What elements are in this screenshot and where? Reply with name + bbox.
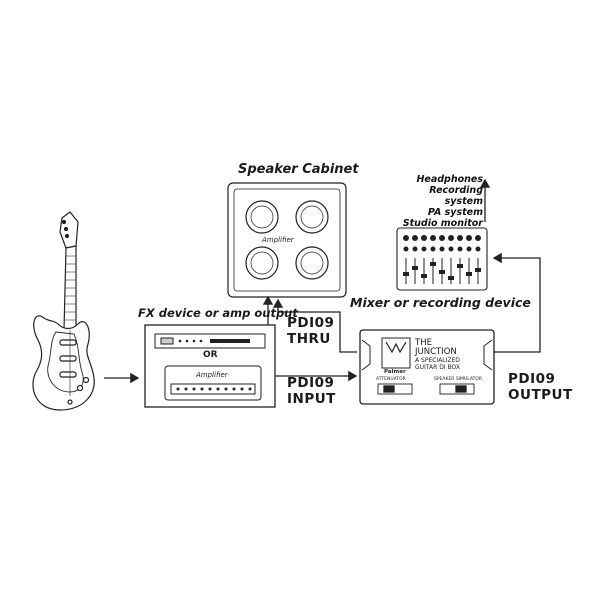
junction-attenuator-label: ATTENUATOR [376, 377, 406, 382]
junction-speaker-sim-label: SPEAKER SIMULATOR [434, 377, 482, 382]
pd109-output-label: PDI09 OUTPUT [508, 371, 573, 403]
output-item: Recording system [429, 185, 483, 207]
junction-subtitle-1: A SPECIALIZED [415, 357, 460, 364]
junction-to-mixer-arrow [492, 252, 541, 353]
junction-brand: Palmer [384, 369, 406, 375]
fx-device-label: FX device or amp output [138, 306, 298, 320]
output-item: PA system [427, 207, 483, 218]
speaker-cabinet-icon [227, 182, 347, 298]
thru-to-cabinet-arrow [272, 298, 357, 353]
amp-head-icon [164, 365, 262, 401]
junction-title-2: JUNCTION [415, 347, 457, 357]
junction-subtitle-2: GUITAR DI BOX [415, 364, 460, 371]
junction-title-1: THE [415, 338, 432, 348]
junction-di-box [359, 329, 495, 405]
output-item: Studio monitor [402, 218, 483, 229]
pd109-thru-label: PDI09 THRU [287, 315, 335, 347]
output-destinations-list: Headphones Recording system PA system St… [395, 174, 483, 229]
speaker-cabinet-label: Speaker Cabinet [238, 162, 359, 177]
cabinet-brand-label: Amplifier [262, 236, 294, 244]
amp-brand-label: Amplifier [196, 371, 228, 379]
guitar-icon [32, 211, 95, 411]
pd109-input-label: PDI09 INPUT [287, 375, 336, 407]
or-label: OR [203, 350, 218, 360]
mixer-label: Mixer or recording device [350, 295, 531, 310]
mixer-icon [396, 227, 488, 291]
output-item: Headphones [416, 174, 483, 185]
rack-effect-icon [154, 333, 266, 349]
